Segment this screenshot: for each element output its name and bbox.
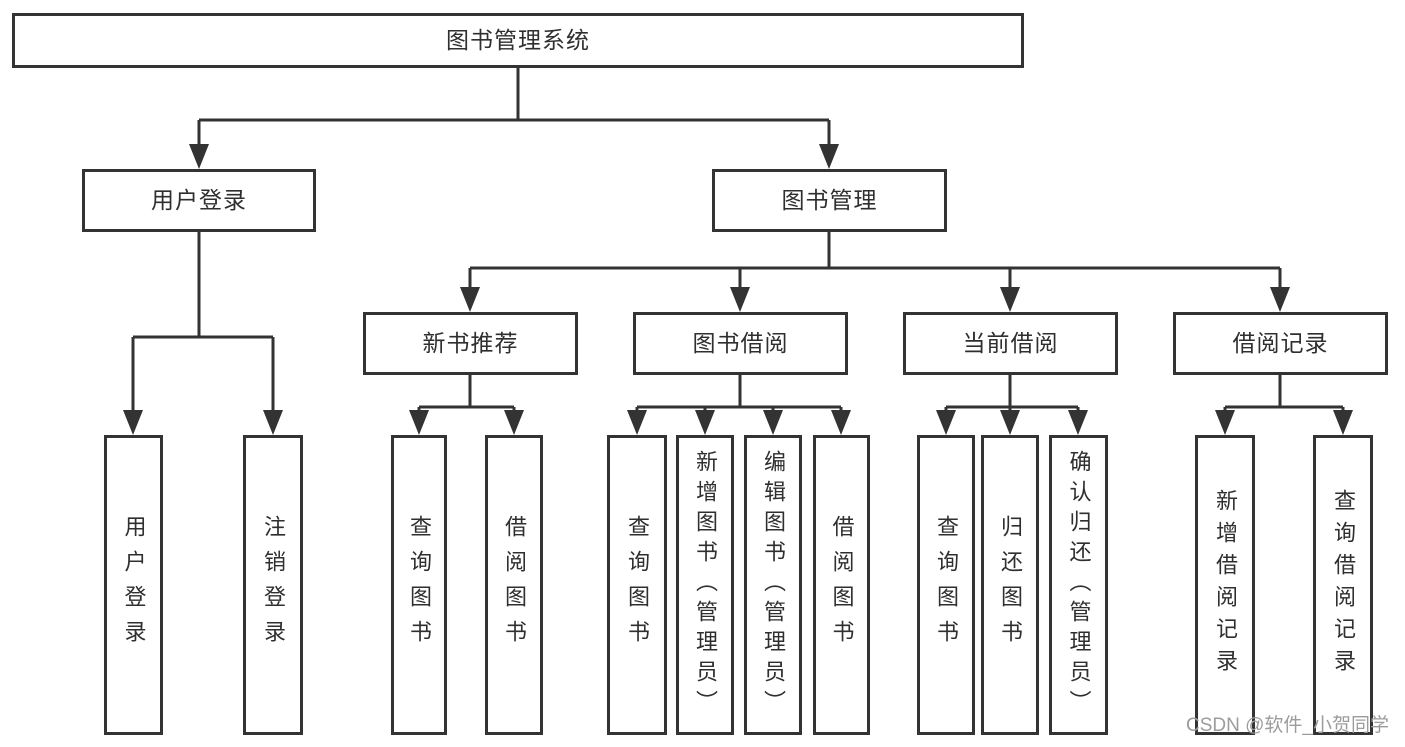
node-label: 用户登录 [151, 187, 247, 213]
node-label: 借阅记录 [1232, 330, 1329, 356]
leaf-recommend-borrow-books: 借阅图书 [485, 435, 543, 735]
node-borrow-records: 借阅记录 [1173, 312, 1388, 375]
node-new-book-recommend: 新书推荐 [363, 312, 578, 375]
arrowhead-icon [460, 287, 480, 312]
node-label: 借阅图书 [829, 515, 855, 655]
leaf-logout: 注销登录 [243, 435, 303, 735]
node-current-borrow: 当前借阅 [903, 312, 1118, 375]
arrowhead-icon [695, 410, 715, 435]
leaf-borrow-edit-books-admin: 编辑图书（管理员） [744, 435, 802, 735]
arrowhead-icon [1000, 287, 1020, 312]
node-user-login: 用户登录 [82, 169, 316, 232]
arrowhead-icon [1215, 410, 1235, 435]
arrowhead-icon [123, 410, 143, 435]
leaf-records-add-record: 新增借阅记录 [1195, 435, 1255, 735]
leaf-current-return-books: 归还图书 [981, 435, 1039, 735]
leaf-current-confirm-return-admin: 确认归还（管理员） [1049, 435, 1108, 735]
node-book-borrow: 图书借阅 [633, 312, 848, 375]
node-book-management: 图书管理 [712, 169, 947, 232]
arrowhead-icon [1068, 410, 1088, 435]
node-label: 查询图书 [625, 515, 650, 655]
node-label: 查询图书 [934, 515, 959, 655]
node-label: 编辑图书（管理员） [761, 450, 786, 720]
arrowhead-icon [1000, 410, 1020, 435]
node-label: 新书推荐 [422, 330, 519, 356]
leaf-borrow-query-books: 查询图书 [607, 435, 667, 735]
node-label: 当前借阅 [962, 330, 1059, 356]
node-label: 图书管理系统 [446, 27, 590, 53]
leaf-current-query-books: 查询图书 [917, 435, 975, 735]
connector-current-to-leaves [944, 375, 1080, 414]
node-label: 确认归还（管理员） [1066, 450, 1092, 720]
connector-records-to-leaves [1223, 375, 1345, 414]
node-label: 查询借阅记录 [1331, 489, 1356, 681]
leaf-user-login: 用户登录 [104, 435, 163, 735]
node-label: 新增借阅记录 [1213, 489, 1238, 681]
arrowhead-icon [263, 410, 283, 435]
arrowhead-icon [730, 287, 750, 312]
csdn-watermark: CSDN @软件_小贺同学 [1186, 715, 1389, 736]
connector-borrow-to-leaves [635, 375, 843, 414]
connector-recommend-to-leaves [417, 375, 516, 414]
arrowhead-icon [763, 410, 783, 435]
arrowhead-icon [831, 410, 851, 435]
node-label: 借阅图书 [502, 515, 527, 655]
leaf-borrow-add-books-admin: 新增图书（管理员） [676, 435, 734, 735]
arrowhead-icon [409, 410, 429, 435]
node-label: 新增图书（管理员） [693, 450, 718, 720]
node-label: 注销登录 [261, 515, 286, 655]
arrowhead-icon [1270, 287, 1290, 312]
connector-root-to-level2 [197, 68, 831, 147]
arrowhead-icon [1333, 410, 1353, 435]
leaf-records-query-record: 查询借阅记录 [1313, 435, 1373, 735]
node-label: 用户登录 [121, 515, 147, 655]
node-label: 图书借阅 [692, 330, 789, 356]
node-label: 查询图书 [407, 515, 432, 655]
arrowhead-icon [819, 144, 839, 169]
connector-userlogin-to-leaves [131, 232, 275, 413]
node-label: 归还图书 [998, 515, 1023, 655]
arrowhead-icon [627, 410, 647, 435]
arrowhead-icon [936, 410, 956, 435]
node-root-system: 图书管理系统 [12, 13, 1024, 68]
leaf-recommend-query-books: 查询图书 [391, 435, 447, 735]
node-label: 图书管理 [781, 187, 878, 213]
leaf-borrow-borrow-books: 借阅图书 [813, 435, 870, 735]
arrowhead-icon [189, 144, 209, 169]
connector-bookmgmt-to-level3 [468, 232, 1282, 290]
arrowhead-icon [504, 410, 524, 435]
